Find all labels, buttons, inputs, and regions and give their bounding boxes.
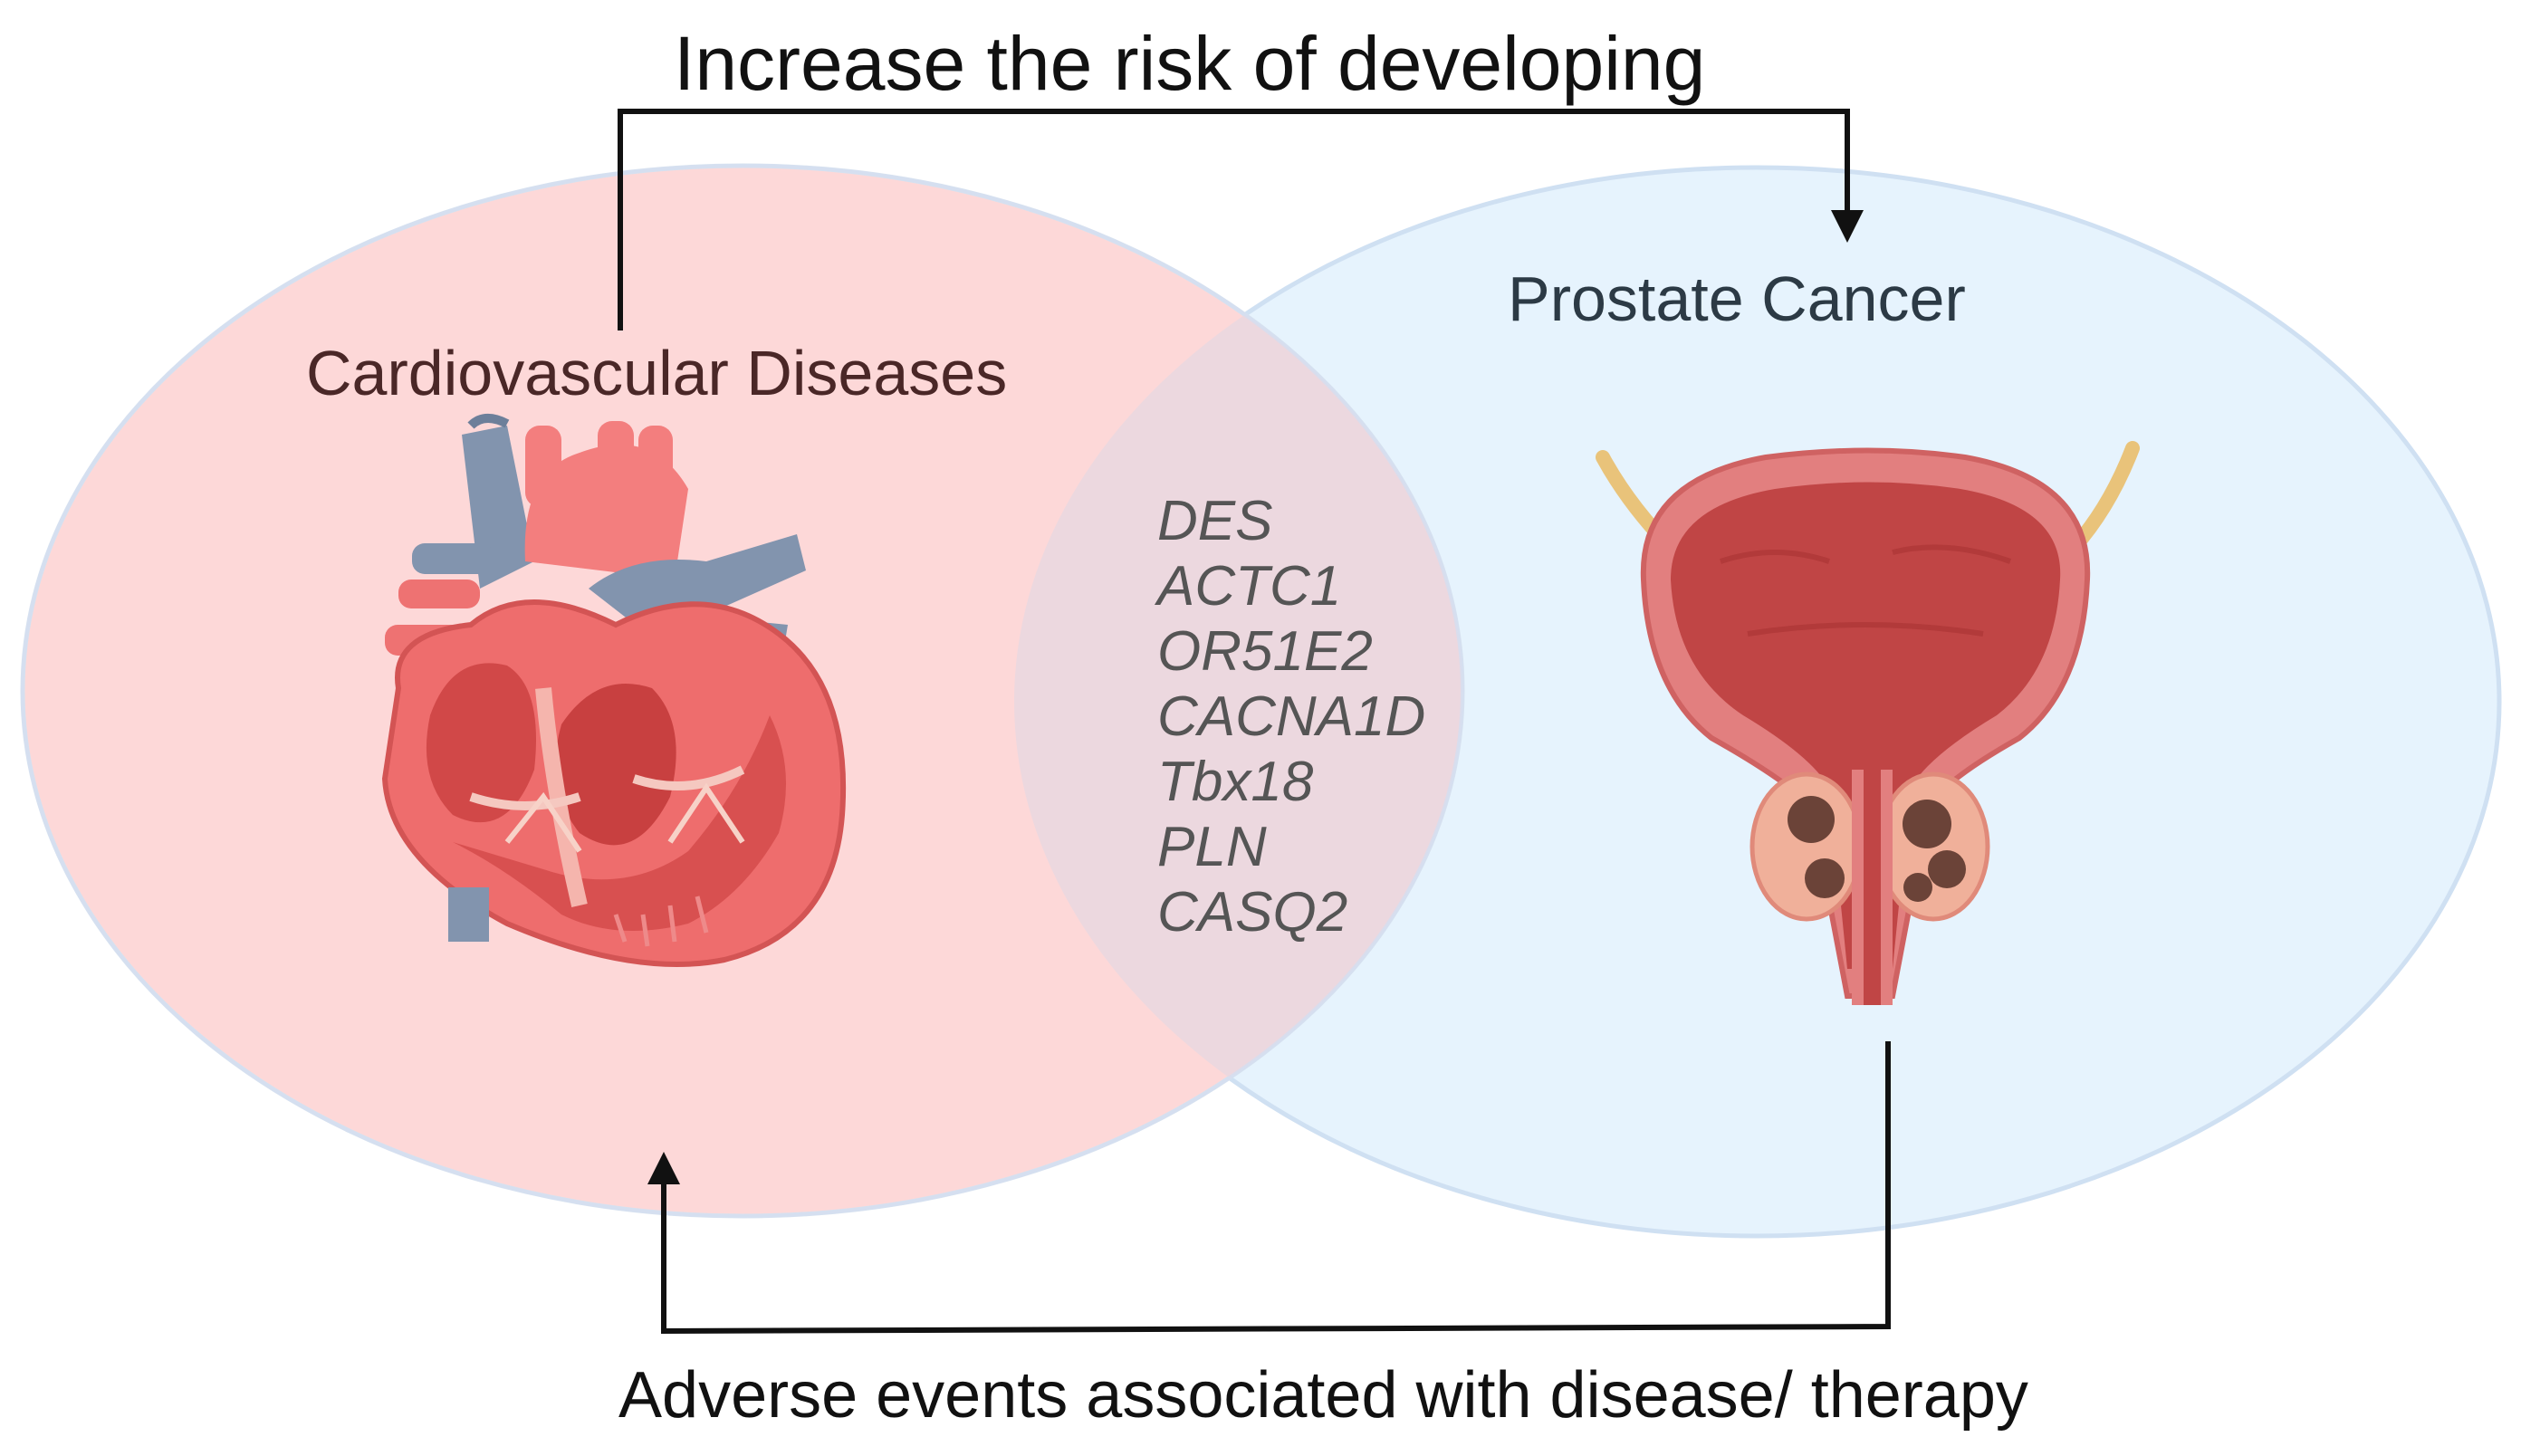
heart-anatomy-icon bbox=[381, 414, 847, 967]
gene-item: CACNA1D bbox=[1157, 685, 1426, 748]
gene-item: OR51E2 bbox=[1157, 620, 1373, 683]
adverse-events-arrow bbox=[647, 1041, 1891, 1335]
gene-item: DES bbox=[1157, 490, 1273, 552]
gene-item: CASQ2 bbox=[1157, 881, 1348, 944]
cardiovascular-label: Cardiovascular Diseases bbox=[306, 338, 1008, 408]
risk-arrow bbox=[618, 109, 1864, 330]
shared-gene-list: DES ACTC1 OR51E2 CACNA1D Tbx18 PLN CASQ2 bbox=[1157, 489, 1425, 945]
gene-item: ACTC1 bbox=[1157, 555, 1342, 618]
adverse-events-caption: Adverse events associated with disease/ … bbox=[618, 1359, 2028, 1432]
risk-caption: Increase the risk of developing bbox=[674, 21, 1706, 106]
bladder-prostate-icon bbox=[1596, 441, 2140, 1005]
prostate-cancer-label: Prostate Cancer bbox=[1508, 263, 1966, 334]
gene-item: PLN bbox=[1157, 816, 1267, 878]
gene-item: Tbx18 bbox=[1157, 751, 1314, 813]
